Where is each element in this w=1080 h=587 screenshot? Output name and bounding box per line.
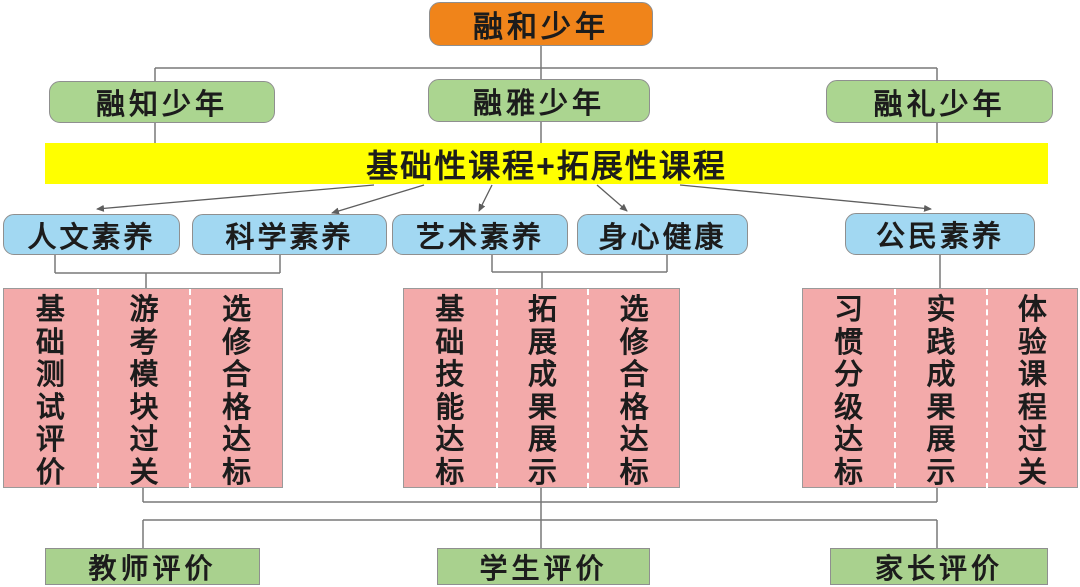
criteria-text: 习惯分级达标 [834,294,864,489]
node-mind-body-health: 身心健康 [577,214,748,255]
criteria-group-middle: 基础技能达标 拓展成果展示 选修合格达标 [403,288,680,489]
node-science-literacy: 科学素养 [192,214,387,255]
criteria-column: 基础测试评价 [4,289,97,489]
node-label: 科学素养 [225,221,354,254]
criteria-column: 游考模块过关 [96,289,190,489]
node-rongli-youth: 融礼少年 [826,80,1053,123]
node-teacher-evaluation: 教师评价 [45,548,260,585]
criteria-text: 体验课程过关 [1017,294,1047,489]
node-label: 身心健康 [598,221,727,254]
node-label: 学生评价 [479,552,608,584]
node-label: 艺术素养 [415,221,544,254]
arrow-to-health [596,184,628,212]
criteria-column: 选修合格达标 [587,289,679,489]
criteria-group-left: 基础测试评价 游考模块过关 选修合格达标 [3,288,283,489]
node-label: 公民素养 [875,221,1004,253]
criteria-text: 实践成果展示 [926,294,956,489]
criteria-column: 体验课程过关 [985,289,1077,489]
criteria-text: 基础测试评价 [35,294,65,489]
node-label: 融雅少年 [472,87,605,120]
criteria-column: 实践成果展示 [894,289,985,489]
node-humanities-literacy: 人文素养 [3,214,180,255]
criteria-group-right: 习惯分级达标 实践成果展示 体验课程过关 [802,288,1078,489]
tree-connector-middle [54,255,941,288]
node-label: 家长评价 [874,552,1003,584]
arrow-to-citizen [679,184,932,212]
banner-courses: 基础性课程+拓展性课程 [45,143,1048,184]
node-label: 人文素养 [27,221,156,254]
criteria-column: 拓展成果展示 [495,289,588,489]
criteria-column: 基础技能达标 [404,289,496,489]
node-label: 融礼少年 [873,88,1006,121]
tree-connector-bottom [142,488,938,548]
banner-label: 基础性课程+拓展性课程 [366,147,727,184]
node-parent-evaluation: 家长评价 [830,548,1048,585]
node-label: 融知少年 [95,89,228,121]
arrow-to-science [331,184,425,215]
arrow-to-arts [478,184,493,212]
criteria-text: 游考模块过关 [129,294,159,489]
criteria-text: 选修合格达标 [222,294,252,489]
criteria-text: 基础技能达标 [435,294,465,489]
criteria-column: 选修合格达标 [189,289,282,489]
criteria-column: 习惯分级达标 [803,289,894,489]
node-rongzhi-youth: 融知少年 [49,81,275,123]
node-citizen-literacy: 公民素养 [845,213,1035,255]
node-label: 融和少年 [473,11,609,44]
tree-connector-top [154,46,938,143]
node-rongya-youth: 融雅少年 [428,79,650,122]
node-ronghe-youth: 融和少年 [429,2,653,46]
criteria-text: 拓展成果展示 [527,294,557,489]
arrow-to-humanities [96,184,375,212]
node-arts-literacy: 艺术素养 [392,214,568,255]
criteria-text: 选修合格达标 [619,294,649,489]
node-student-evaluation: 学生评价 [437,548,650,585]
node-label: 教师评价 [88,552,217,584]
